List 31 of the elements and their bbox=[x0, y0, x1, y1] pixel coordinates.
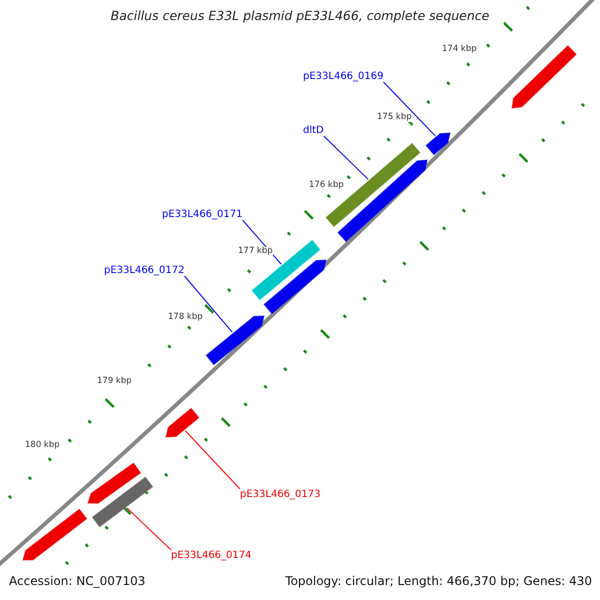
gene-bar bbox=[92, 476, 154, 528]
gene-label: pE33L466_0171 bbox=[162, 209, 242, 220]
gene-feature bbox=[425, 132, 451, 156]
gene-bar bbox=[325, 142, 421, 228]
gene-label: pE33L466_0174 bbox=[171, 550, 252, 561]
gene-label: pE33L466_0169 bbox=[303, 71, 384, 82]
scale-label: 177 kbp bbox=[238, 247, 273, 256]
scale-label: 180 kbp bbox=[25, 441, 60, 450]
gene-label: dltD bbox=[303, 125, 324, 136]
leader-line bbox=[323, 136, 369, 180]
scale-label: 174 kbp bbox=[442, 45, 477, 54]
scale-label: 179 kbp bbox=[97, 377, 132, 386]
scale-label: 175 kbp bbox=[377, 113, 412, 122]
scale-label: 178 kbp bbox=[168, 313, 203, 322]
gene-feature bbox=[206, 315, 265, 366]
title: Bacillus cereus E33L plasmid pE33L466, complete sequence bbox=[110, 9, 490, 23]
gene-label: pE33L466_0173 bbox=[240, 489, 320, 500]
gene-label: pE33L466_0172 bbox=[104, 265, 184, 276]
scale-label: 176 kbp bbox=[309, 181, 344, 190]
leader-line bbox=[383, 82, 436, 136]
leader-line bbox=[242, 220, 282, 265]
genome-summary: Topology: circular; Length: 466,370 bp; Genes: 430 bbox=[285, 575, 592, 588]
leader-line bbox=[184, 276, 233, 333]
accession-text: Accession: NC_007103 bbox=[9, 575, 146, 588]
gene-feature bbox=[165, 408, 200, 438]
leader-line bbox=[126, 507, 172, 550]
leader-line bbox=[184, 430, 240, 490]
gene-feature bbox=[22, 508, 88, 560]
gene-feature bbox=[87, 462, 142, 504]
gene-feature bbox=[511, 44, 577, 109]
gene-feature bbox=[263, 259, 327, 314]
